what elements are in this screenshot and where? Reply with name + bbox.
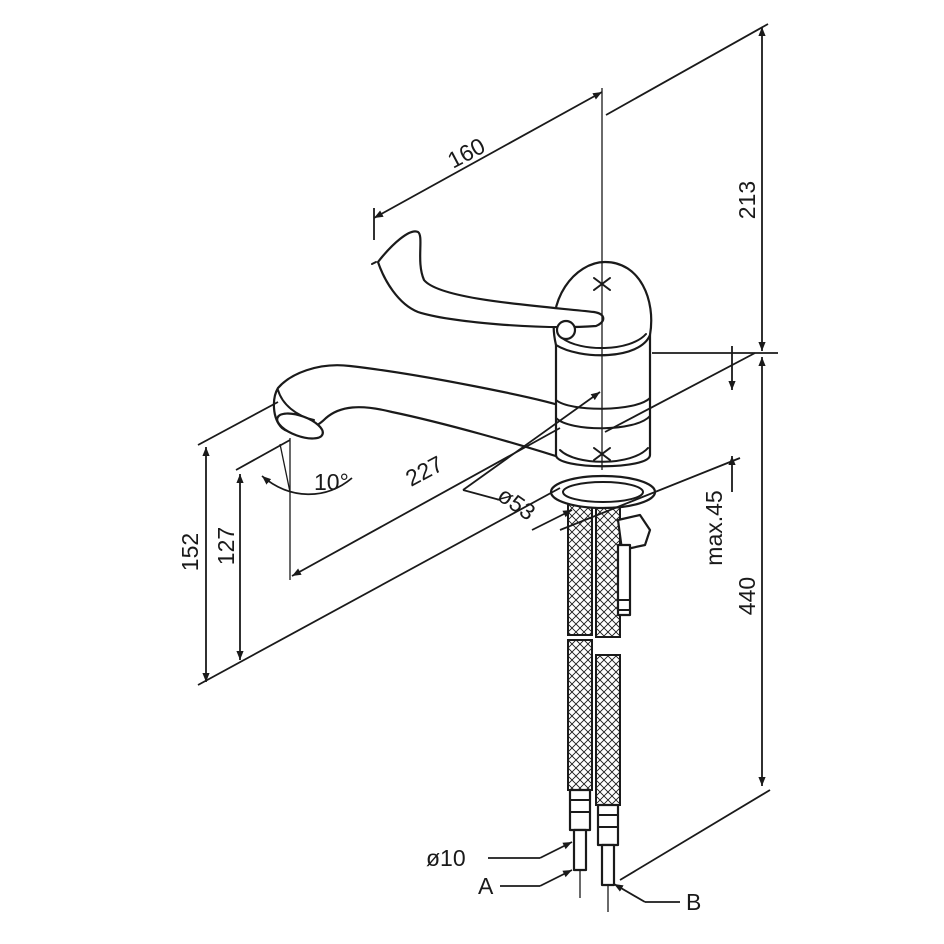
dim-hose-length: 440 xyxy=(619,357,771,881)
dim-hose-diameter: ø10 xyxy=(426,841,573,871)
hose-b xyxy=(595,491,621,912)
callout-b-label: B xyxy=(686,889,701,915)
dim-deck-thickness: max.45 xyxy=(559,346,756,566)
base-ring xyxy=(549,474,657,510)
supply-hoses xyxy=(567,491,621,912)
dim-spout-height-outlet-label: 127 xyxy=(213,527,239,565)
callout-a: A xyxy=(478,869,573,899)
lever-handle xyxy=(371,230,605,341)
dim-hose-length-label: 440 xyxy=(734,577,760,615)
dim-total-height-label: 213 xyxy=(734,181,760,219)
faucet-body xyxy=(554,333,652,468)
center-mark-top xyxy=(593,277,611,291)
dim-spout-angle: 10° xyxy=(261,443,353,496)
callout-a-label: A xyxy=(478,873,494,899)
dim-spout-height-max-label: 152 xyxy=(177,533,203,571)
dim-spout-height-outlet: 127 xyxy=(213,439,291,660)
center-mark-base xyxy=(593,447,611,461)
dim-handle-length: 160 xyxy=(373,91,603,240)
dim-spout-height-max: 152 xyxy=(177,401,561,686)
dim-hose-diameter-label: ø10 xyxy=(426,845,466,871)
dim-spout-length-label: 227 xyxy=(401,450,447,491)
dim-total-height: 213 xyxy=(605,23,778,354)
callout-b: B xyxy=(613,883,701,915)
hose-a xyxy=(567,494,593,898)
dim-handle-length-label: 160 xyxy=(443,132,489,173)
mounting-bracket xyxy=(616,513,652,617)
dim-spout-angle-label: 10° xyxy=(314,469,349,495)
spout xyxy=(272,364,576,464)
dim-deck-thickness-label: max.45 xyxy=(701,490,727,565)
